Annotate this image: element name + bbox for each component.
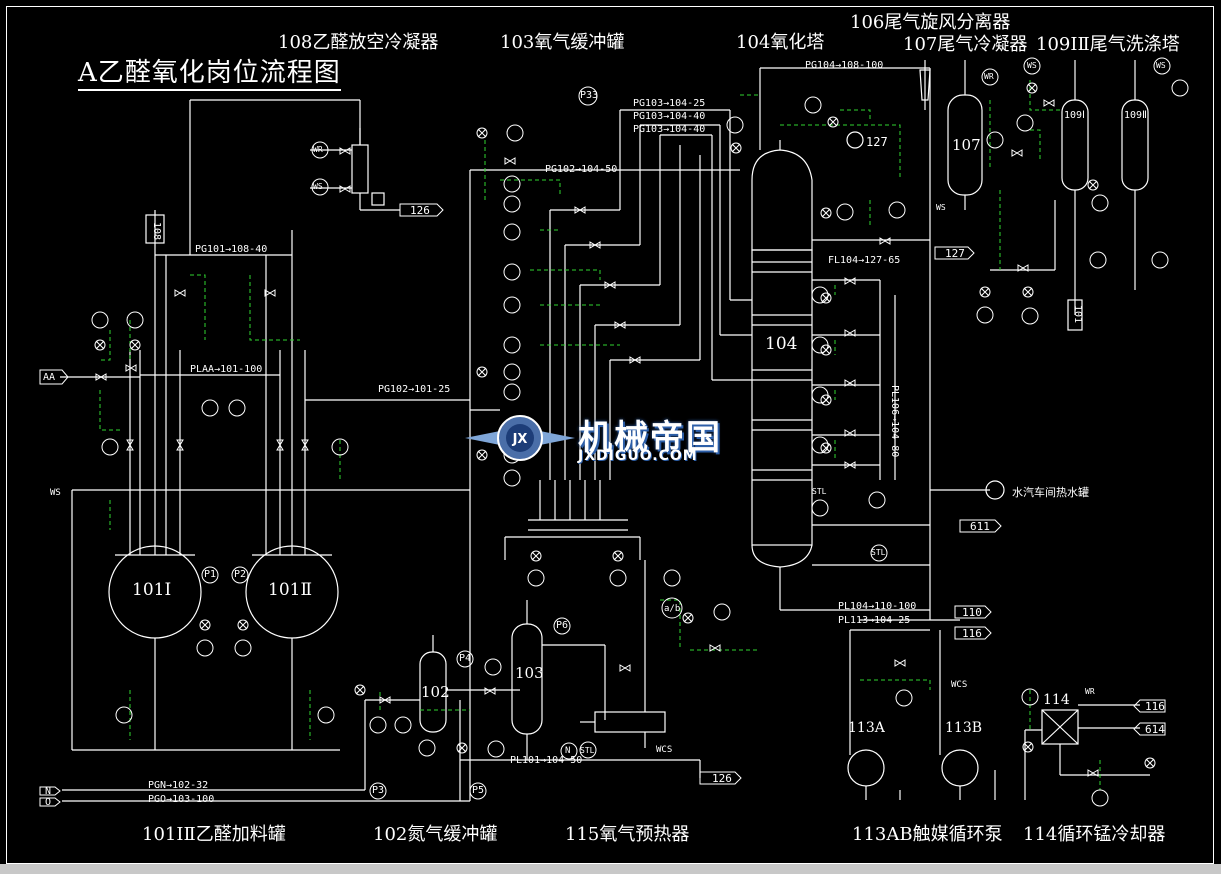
tag-n: N	[45, 786, 52, 797]
line-pg101: PG101→108-40	[195, 244, 268, 255]
line-pl104-110: PL104→110-100	[838, 601, 917, 612]
line-pgn: PGN→102-32	[148, 780, 209, 791]
tag-p4: P4	[459, 653, 472, 664]
label-109-scrubber: 109ⅠⅡ尾气洗涤塔	[1036, 34, 1180, 55]
line-pg103-3: PG103→104-40	[633, 124, 706, 135]
tag-127-a: 127	[866, 135, 888, 149]
tag-126-b: 126	[712, 772, 732, 785]
label-hot-water-tank: 水汽车间热水罐	[1012, 486, 1089, 499]
equip-109-1: 109Ⅰ	[1064, 110, 1086, 121]
equip-113b: 113B	[945, 720, 983, 736]
line-pg102-104: PG102→104-50	[545, 164, 618, 175]
label-101-feed-tank: 101ⅠⅡ乙醛加料罐	[142, 824, 286, 845]
tag-611: 611	[970, 520, 990, 533]
line-pg102-101: PG102→101-25	[378, 384, 451, 395]
tag-116-b: 116	[1145, 700, 1165, 713]
tag-wr-3: WR	[1085, 687, 1095, 696]
equip-101-2: 101Ⅱ	[268, 580, 313, 600]
label-108-condenser: 108乙醛放空冷凝器	[278, 32, 439, 53]
line-pl113: PL113→104-25	[838, 615, 911, 626]
tag-ws-5: WS	[1156, 61, 1166, 70]
label-106-separator: 106尾气旋风分离器	[850, 12, 1011, 33]
equip-109-2: 109Ⅱ	[1124, 110, 1147, 121]
tag-116-a: 116	[962, 627, 982, 640]
line-pl101: PL101→104-50	[510, 755, 583, 766]
tag-ws-2: WS	[50, 488, 61, 498]
line-plaa: PLAA→101-100	[190, 364, 263, 375]
tag-110: 110	[962, 606, 982, 619]
tag-ab: a/b	[664, 604, 681, 614]
tag-p6: P6	[556, 620, 569, 631]
equip-107: 107	[952, 136, 981, 154]
diagram-title: A乙醛氧化岗位流程图	[78, 52, 341, 91]
tag-stl-1: STL	[580, 746, 595, 755]
tag-p5: P5	[472, 785, 485, 796]
tag-108: 108	[151, 222, 162, 241]
line-pg103-2: PG103→104-40	[633, 111, 706, 122]
drawing-frame	[6, 6, 1214, 864]
tag-wr-2: WR	[984, 72, 994, 81]
tag-wcs-1: WCS	[951, 680, 968, 690]
tag-ws-3: WS	[936, 203, 946, 212]
tag-ws-4: WS	[1027, 61, 1037, 70]
label-107-condenser: 107尾气冷凝器	[903, 34, 1028, 55]
line-pl106: PL106→104-80	[889, 385, 900, 458]
tag-o: O	[45, 797, 52, 808]
equip-104: 104	[765, 334, 798, 354]
tag-aa: AA	[43, 372, 56, 383]
equip-101-1: 101Ⅰ	[132, 580, 172, 600]
label-103-buffer: 103氧气缓冲罐	[500, 32, 625, 53]
tag-ws-1: WS	[313, 182, 323, 191]
tag-101: 101	[1072, 305, 1083, 324]
tag-stl-2: STL	[812, 487, 827, 496]
tag-126-a: 126	[410, 204, 430, 217]
equip-103: 103	[515, 664, 544, 682]
tag-n-2: N	[565, 746, 571, 756]
tag-127-b: 127	[945, 247, 965, 260]
watermark-badge: JX	[512, 432, 528, 447]
label-104-tower: 104氧化塔	[736, 32, 825, 53]
line-pg104: PG104→108-100	[805, 60, 884, 71]
tag-wr-1: WR	[313, 145, 323, 154]
line-fl104-127: FL104→127-65	[828, 255, 901, 266]
tag-p3: P3	[372, 785, 385, 796]
watermark-brand: 机械帝国	[578, 418, 722, 458]
tag-p33: P33	[580, 90, 599, 101]
label-114-cooler: 114循环锰冷却器	[1023, 824, 1166, 845]
watermark-url: JXDIGUO.COM	[578, 448, 698, 464]
tag-614: 614	[1145, 723, 1165, 736]
equip-114: 114	[1043, 692, 1070, 708]
label-115-preheater: 115氧气预热器	[565, 824, 690, 845]
tag-p2: P2	[234, 569, 247, 580]
equip-102: 102	[421, 683, 450, 701]
equip-113a: 113A	[848, 720, 885, 736]
tag-stl-3: STL	[871, 548, 886, 557]
line-pgo: PGO→103-100	[148, 794, 215, 805]
label-102-nitrogen: 102氮气缓冲罐	[373, 824, 498, 845]
label-113-pump: 113AB触媒循环泵	[852, 824, 1003, 845]
tag-p1: P1	[204, 569, 217, 580]
tag-wcs-2: WCS	[656, 745, 673, 755]
line-pg103-1: PG103→104-25	[633, 98, 706, 109]
watermark-logo-icon: JX	[465, 415, 575, 461]
bottom-scrollbar[interactable]	[0, 864, 1221, 874]
